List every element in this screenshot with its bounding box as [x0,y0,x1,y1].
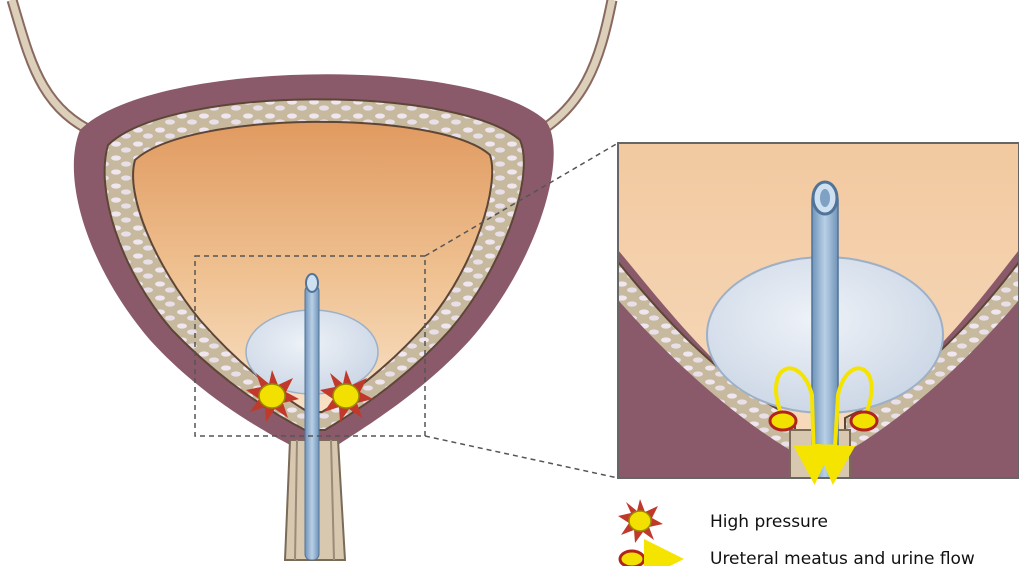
left-ureter-inner [12,0,100,135]
left-ureter [12,0,100,135]
ureteral-meatus-left [770,412,796,430]
ureteral-meatus-right [851,412,877,430]
pressure-star-icon [618,499,663,543]
catheter-tip [306,274,318,292]
zoom-connector-bottom [425,436,618,478]
legend: High pressure Ureteral meatus and urine … [618,499,975,566]
meatus-flow-icon [620,551,664,566]
legend-label-meatus-flow: Ureteral meatus and urine flow [710,549,975,566]
catheter-tube [305,285,319,560]
inset-magnified-view [618,143,1019,480]
legend-label-high-pressure: High pressure [710,512,828,532]
